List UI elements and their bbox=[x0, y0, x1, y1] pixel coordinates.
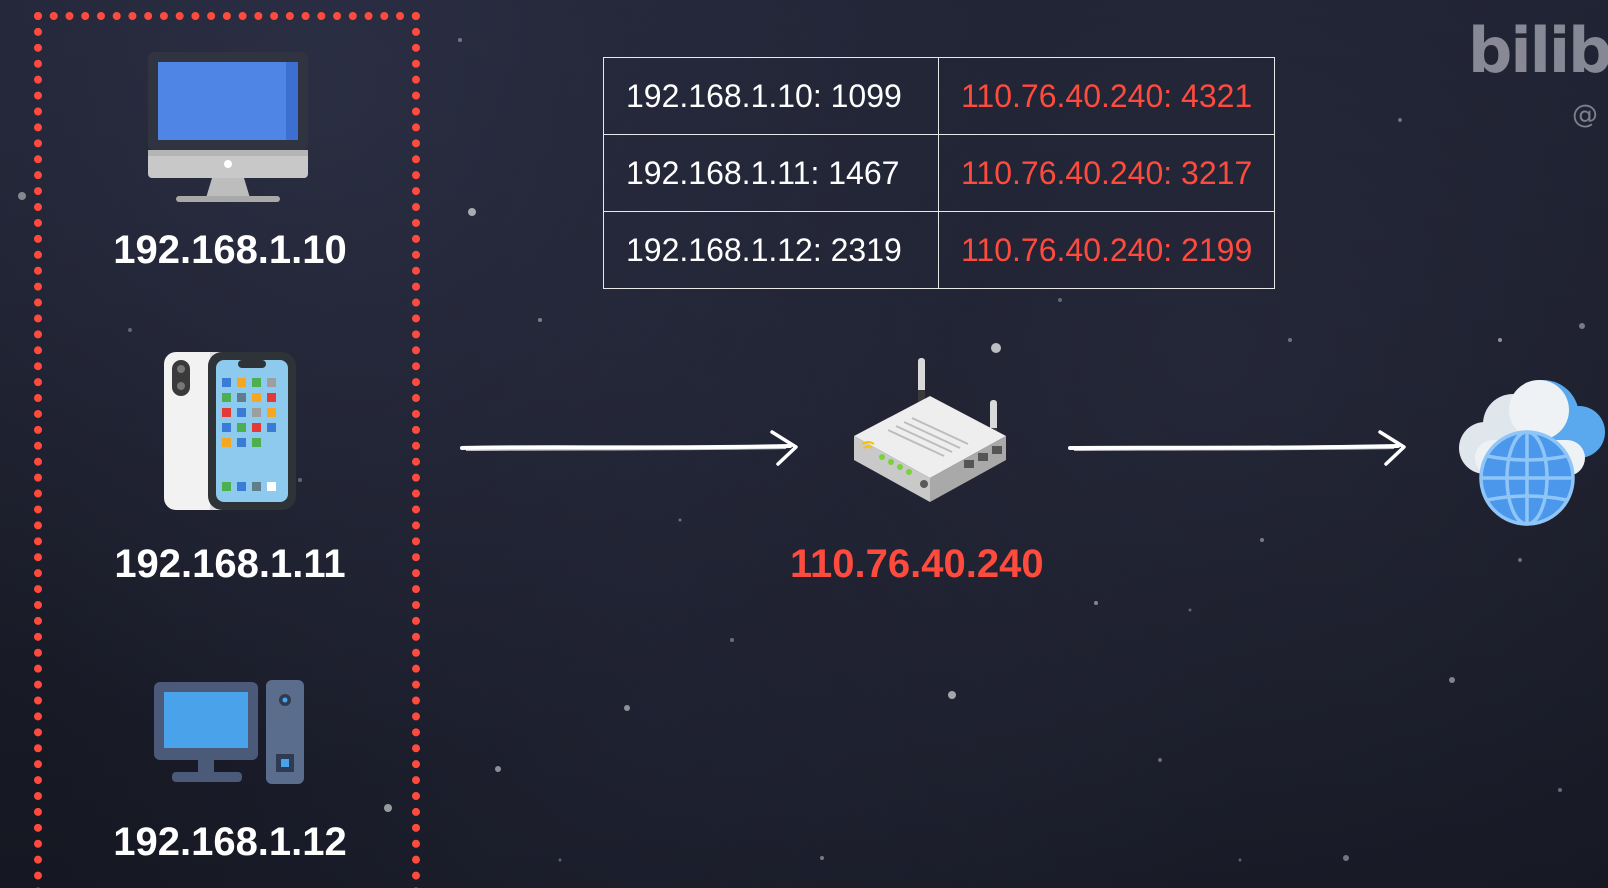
arrow-right-icon bbox=[460, 430, 798, 466]
public-address-cell: 110.76.40.240: 3217 bbox=[937, 134, 1276, 212]
private-address-cell: 192.168.1.11: 1467 bbox=[603, 134, 939, 212]
private-address-cell: 192.168.1.10: 1099 bbox=[603, 57, 939, 135]
imac-icon bbox=[148, 52, 308, 202]
table-row: 192.168.1.11: 1467 110.76.40.240: 3217 bbox=[603, 134, 1276, 212]
cloud-globe-icon bbox=[1459, 380, 1605, 526]
bilibili-logo: bilibili bbox=[1468, 14, 1608, 87]
lan-boundary bbox=[34, 12, 420, 888]
smartphone-icon bbox=[164, 352, 296, 510]
public-address-cell: 110.76.40.240: 4321 bbox=[937, 57, 1276, 135]
router-public-ip-label: 110.76.40.240 bbox=[790, 542, 1044, 586]
table-row: 192.168.1.12: 2319 110.76.40.240: 2199 bbox=[603, 211, 1276, 289]
device-ip-label: 192.168.1.11 bbox=[114, 542, 346, 586]
table-row: 192.168.1.10: 1099 110.76.40.240: 4321 bbox=[603, 57, 1276, 135]
nat-translation-table: 192.168.1.10: 1099 110.76.40.240: 4321 1… bbox=[603, 57, 1276, 289]
desktop-pc-icon bbox=[154, 680, 304, 784]
device-ip-label: 192.168.1.12 bbox=[113, 820, 347, 864]
public-address-cell: 110.76.40.240: 2199 bbox=[937, 211, 1276, 289]
uploader-handle: @ bbox=[1572, 100, 1598, 130]
private-address-cell: 192.168.1.12: 2319 bbox=[603, 211, 939, 289]
wifi-router-icon bbox=[854, 358, 1006, 502]
arrow-right-icon bbox=[1068, 430, 1406, 466]
device-ip-label: 192.168.1.10 bbox=[113, 228, 347, 272]
